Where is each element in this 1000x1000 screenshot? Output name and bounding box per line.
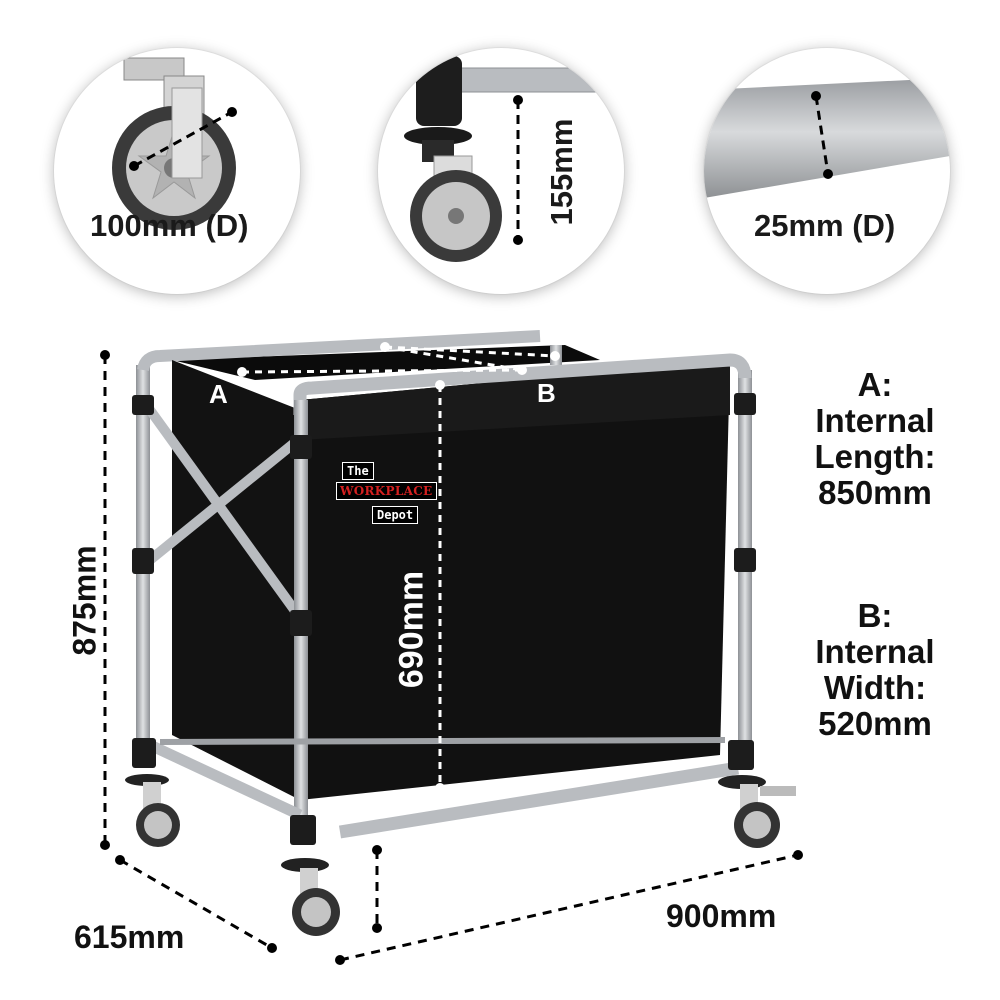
workplace-depot-logo: The WORKPLACE Depot (334, 462, 437, 534)
internal-height-label: 690mm (392, 570, 431, 689)
corner-a-label: A (209, 379, 228, 409)
detail-castor-diameter: 100mm (D) (54, 48, 300, 294)
spec-internal-length: A: Internal Length: 850mm (800, 365, 950, 512)
depth-dimension-label: 615mm (74, 919, 185, 955)
spec-b-title: B: (857, 597, 893, 634)
height-dimension-label: 875mm (66, 545, 103, 656)
corner-b-label: B (537, 378, 556, 408)
spec-a-line1: Internal (815, 402, 935, 439)
castor-diameter-label: 100mm (D) (90, 208, 249, 243)
detail-mount-height: 155mm (378, 48, 624, 294)
castor-mount-icon (404, 56, 624, 262)
logo-line-3: Depot (372, 506, 419, 524)
castor-back-left (125, 774, 180, 847)
castor-front-left (281, 858, 340, 936)
castor-front-right (718, 775, 796, 848)
spec-b-line2: Width: (823, 669, 927, 706)
spec-b-value: 520mm (818, 705, 932, 742)
spec-internal-width: B: Internal Width: 520mm (800, 596, 950, 743)
detail-tube-diameter: 25mm (D) (704, 48, 950, 294)
spec-a-line2: Length: (814, 438, 936, 475)
spec-b-line1: Internal (815, 633, 935, 670)
castor-wheel-icon (112, 57, 237, 230)
logo-line-2: WORKPLACE (336, 482, 437, 500)
width-dimension-label: 900mm (666, 898, 777, 934)
logo-line-1: The (342, 462, 374, 480)
tube-section-icon (704, 78, 950, 198)
spec-a-title: A: (857, 366, 893, 403)
tube-diameter-label: 25mm (D) (754, 208, 896, 243)
spec-a-value: 850mm (818, 474, 932, 511)
